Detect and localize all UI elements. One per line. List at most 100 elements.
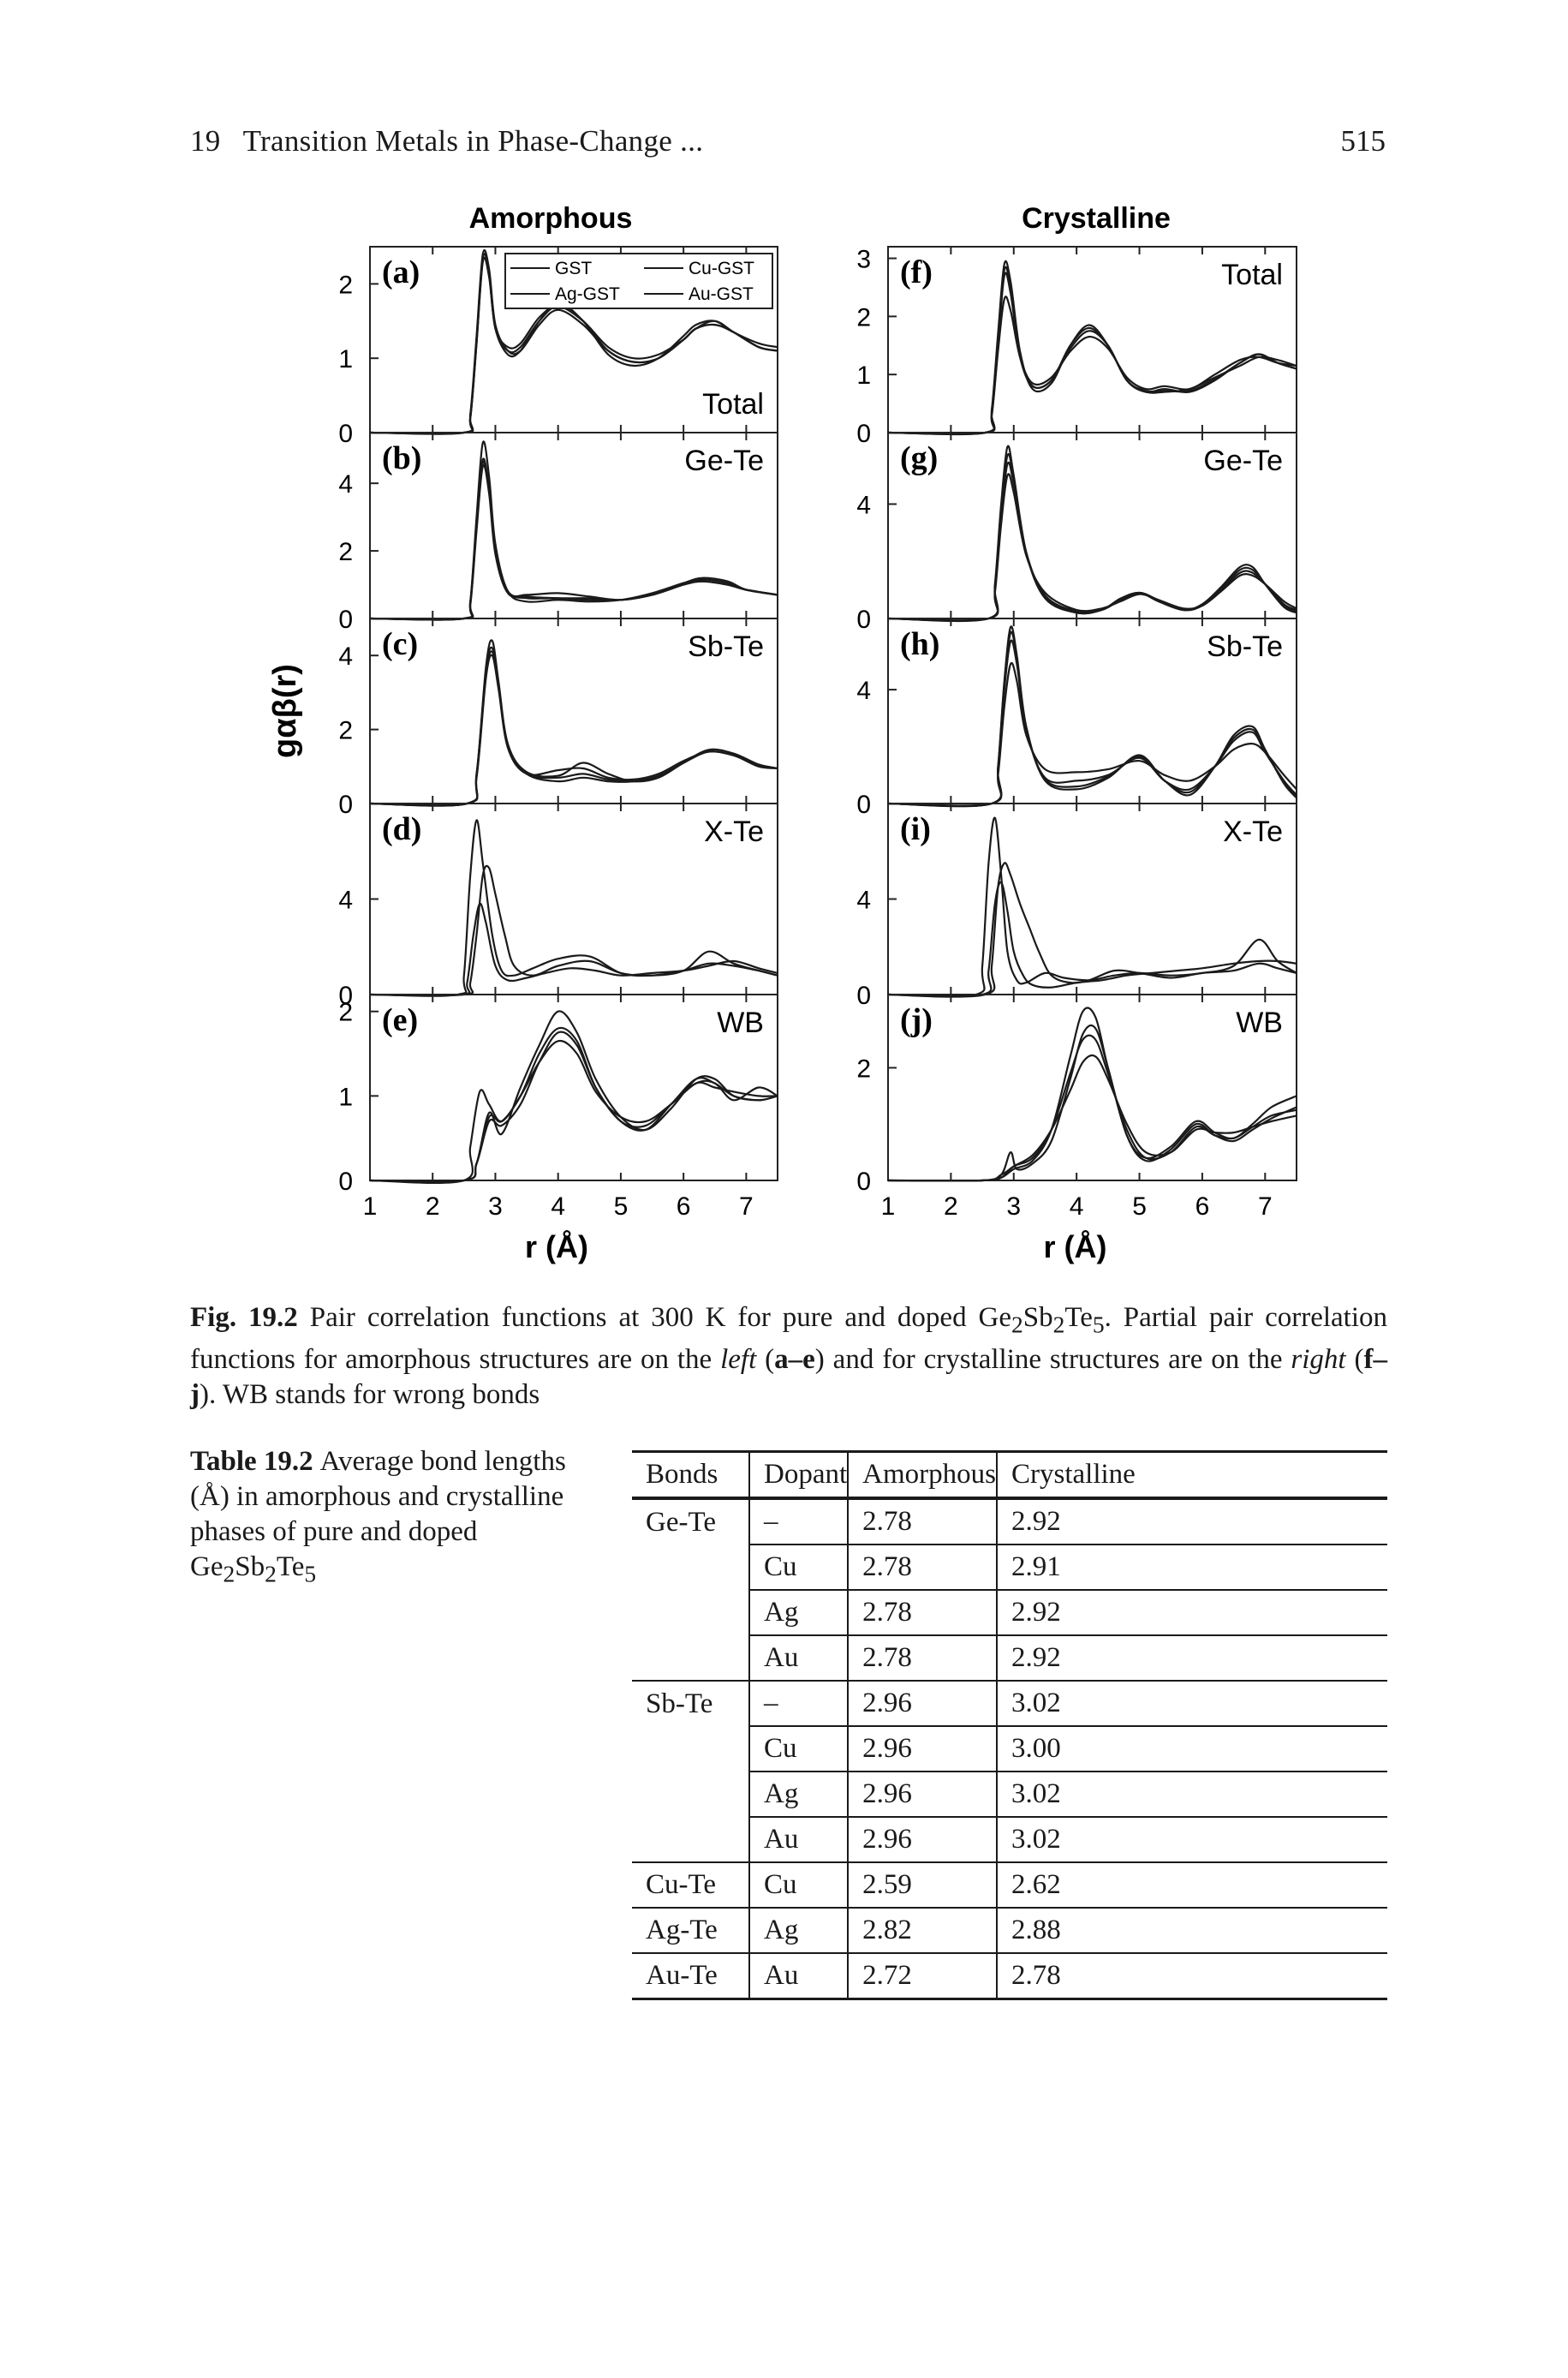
caption-subscript: 5 [1092,1311,1105,1338]
panel-label: X-Te [704,816,764,848]
panel-letter: (f) [900,254,933,290]
cell-amorphous: 2.78 [847,1498,997,1545]
caption-text: Pair correlation functions at 300 K for … [309,1302,1011,1333]
series-line-gst [887,272,1297,435]
column-header-dopant: Dopant [748,1450,849,1500]
x-tick-label: 6 [1195,1192,1210,1221]
cell-crystalline: 2.92 [996,1635,1387,1682]
legend-label: GST [555,259,592,278]
caption-subscript: 2 [1052,1311,1065,1338]
cell-amorphous: 2.59 [847,1862,997,1909]
figure-label: Fig. 19.2 [190,1302,298,1333]
column-header-amorphous: Amorphous [847,1450,997,1500]
table-caption-text: Sb [235,1551,265,1582]
cell-amorphous: 2.82 [847,1908,997,1954]
column-title-crystalline: Crystalline [1022,202,1171,235]
chapter-title: Transition Metals in Phase-Change ... [242,124,704,158]
page-number: 515 [1340,124,1386,158]
cell-bond: Ag-Te [632,1908,749,1954]
panel-letter: (a) [382,254,420,290]
series-line-au-gst [887,630,1297,808]
figure-caption: Fig. 19.2 Pair correlation functions at 3… [190,1300,1387,1413]
panel-label: WB [1236,1007,1283,1039]
y-tick-label: 0 [856,420,871,448]
series-line-cu-gst [887,816,1297,998]
panel-label: Sb-Te [1207,630,1283,663]
panel-label: Total [1221,259,1283,291]
series-line-au-gst [887,881,1297,998]
y-tick-label: 4 [856,677,871,705]
series-line-ag-gst [887,296,1297,435]
legend-label: Au-GST [689,284,754,304]
cell-dopant: Ag [748,1908,849,1954]
cell-dopant: Cu [748,1726,849,1772]
series-line-gst [887,461,1297,622]
panel-letter: (b) [382,440,421,476]
table-caption-text: Te [276,1551,305,1582]
y-axis-label: gαβ(r) [267,664,303,758]
panel-label: X-Te [1223,816,1283,848]
table-caption-subscript: 5 [304,1560,317,1587]
series-line-cu-gst [369,819,778,997]
panel-label: Total [702,388,764,421]
caption-right-word: right [1291,1343,1346,1375]
cell-amorphous: 2.72 [847,1953,997,2000]
caption-text: . Partial pair correlation functions for… [190,1302,1388,1375]
cell-dopant: – [748,1681,849,1727]
cell-dopant: Au [748,1635,849,1682]
legend-label: Cu-GST [689,259,754,278]
series-line-au-gst [369,1026,778,1183]
caption-right-range: f–j [190,1343,1387,1410]
cell-bond [632,1635,749,1682]
caption-text: ( [756,1343,775,1375]
caption-text: Te [1064,1302,1093,1333]
x-tick-label: 7 [1258,1192,1273,1221]
x-tick-label: 4 [1070,1192,1084,1221]
caption-subscript: 2 [1011,1311,1023,1338]
panel-letter: (c) [382,626,418,662]
y-tick-label: 0 [338,420,353,448]
column-title-amorphous: Amorphous [469,202,633,235]
series-line-gst [887,639,1297,808]
cell-amorphous: 2.78 [847,1635,997,1682]
x-tick-label: 1 [363,1192,378,1221]
series-line-ag-gst [887,661,1297,807]
series-line-gst [369,457,778,621]
x-tick-label: 5 [1132,1192,1147,1221]
column-header-bonds: Bonds [632,1450,749,1500]
series-line-ag-gst [887,473,1297,622]
table-label: Table 19.2 [190,1446,313,1477]
x-tick-label: 5 [614,1192,629,1221]
x-tick-label: 2 [944,1192,958,1221]
panel-letter: (d) [382,811,421,847]
cell-bond [632,1772,749,1817]
caption-text: ). WB stands for wrong bonds [200,1378,540,1410]
y-tick-label: 0 [856,982,871,1010]
panel-label: Ge-Te [1203,445,1283,477]
cell-amorphous: 2.78 [847,1545,997,1591]
caption-text: ) and for crystalline structures are on … [814,1343,1291,1375]
x-tick-label: 2 [426,1192,440,1221]
cell-dopant: Ag [748,1772,849,1818]
column-header-crystalline: Crystalline [996,1450,1387,1500]
cell-bond [632,1726,749,1772]
series-line-ag-gst [887,862,1297,998]
y-tick-label: 1 [856,361,871,390]
y-tick-label: 0 [338,982,353,1010]
y-tick-label: 4 [338,642,353,671]
series-line-au-gst [369,650,778,807]
y-tick-label: 1 [338,1083,353,1111]
y-tick-label: 4 [338,887,353,915]
cell-amorphous: 2.96 [847,1772,997,1818]
cell-dopant: Ag [748,1590,849,1636]
y-tick-label: 0 [856,1168,871,1196]
x-tick-label: 3 [488,1192,503,1221]
cell-crystalline: 3.02 [996,1681,1387,1727]
cell-dopant: Au [748,1817,849,1863]
cell-crystalline: 2.92 [996,1590,1387,1636]
